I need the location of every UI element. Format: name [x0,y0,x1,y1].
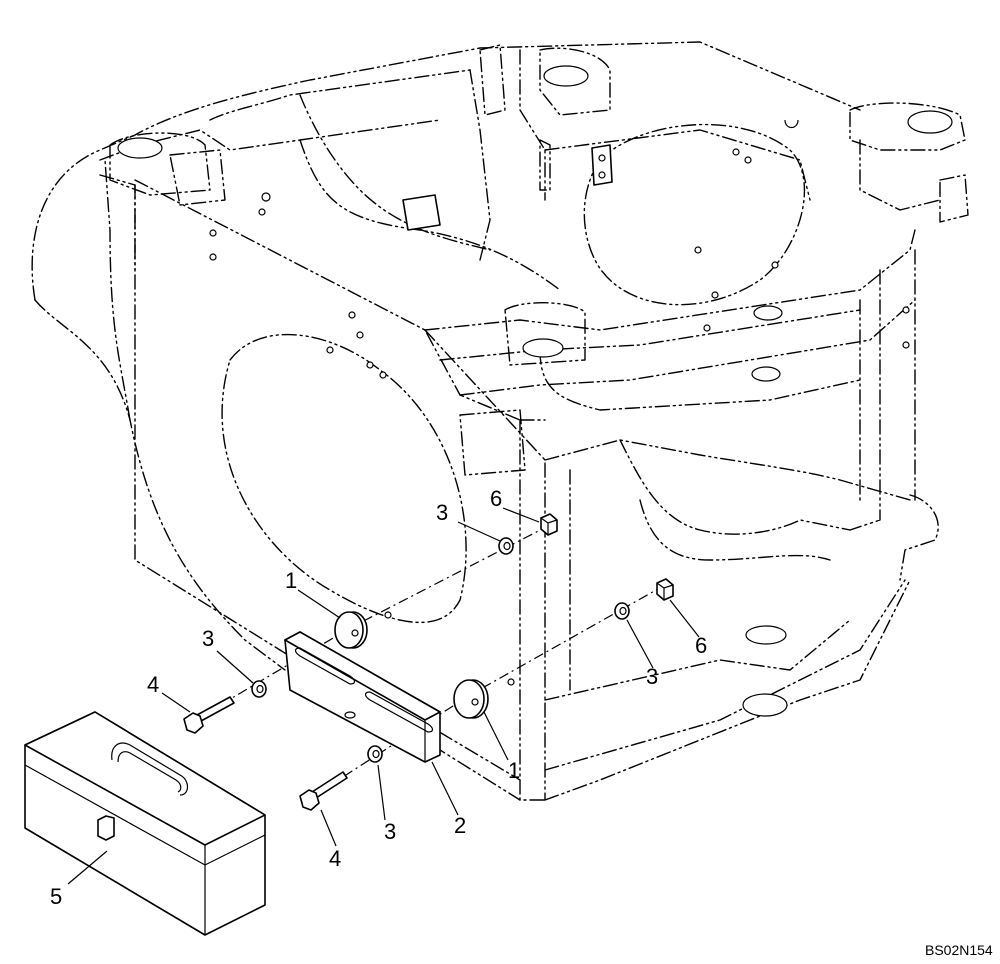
callout-6-upper: 6 [490,486,502,511]
callout-3-left: 3 [202,626,214,651]
callout-3-upper: 3 [436,500,448,525]
callout-4-lower: 4 [329,846,341,871]
sensor-bracket [402,119,799,231]
washers [251,537,630,763]
mounting-bracket [284,631,441,763]
callout-numbers: 1 3 6 3 4 3 6 1 2 3 4 5 [50,486,707,909]
drawing-reference-code: BS02N154 [925,942,993,958]
callout-6-right: 6 [695,633,707,658]
callout-1-lower: 1 [508,758,520,783]
callout-4-left: 4 [147,672,159,697]
hex-nuts [540,513,674,601]
bolts [183,696,348,811]
rubber-mount-lower [453,679,489,719]
tool-box [24,711,266,936]
callout-2: 2 [454,813,466,838]
explode-centerlines [194,524,666,796]
frame-holes [117,65,953,717]
callout-5: 5 [50,884,62,909]
loader-frame [31,41,969,801]
callout-3-right: 3 [646,664,658,689]
leader-lines [67,507,700,885]
rubber-mount-upper [334,611,368,649]
callout-3-lower: 3 [384,819,396,844]
callout-1-upper: 1 [285,568,297,593]
